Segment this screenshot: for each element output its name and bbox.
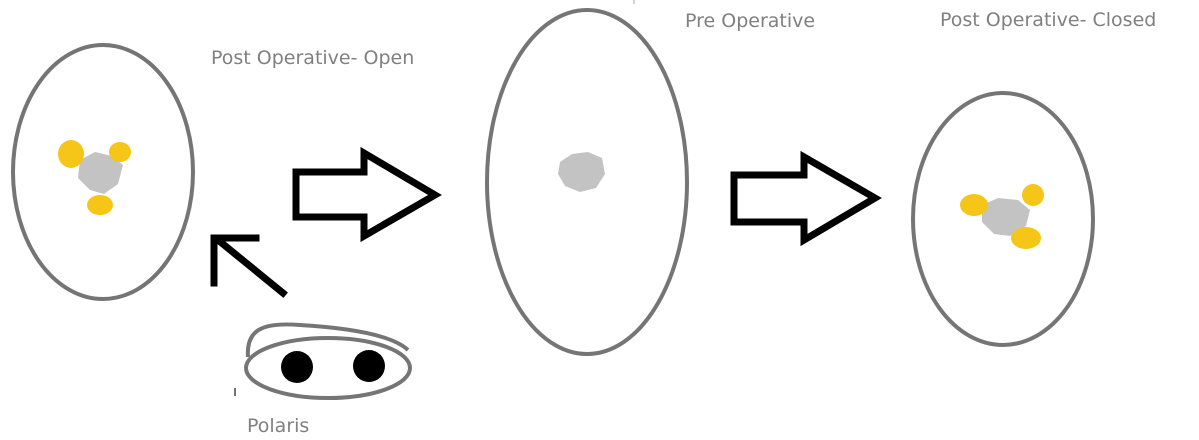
polaris-lens-right — [353, 350, 385, 382]
post-open-marker-left — [58, 140, 84, 168]
label-post-operative-open: Post Operative- Open — [211, 47, 415, 69]
post-closed-marker-right — [1022, 184, 1044, 206]
post-open-oval — [11, 43, 195, 301]
post-closed-marker-left — [960, 194, 988, 216]
post-closed-bone-region — [982, 198, 1030, 236]
post-operative-open-figure — [11, 43, 195, 301]
post-open-marker-bottom — [87, 195, 113, 215]
polaris-pointer-arrow — [210, 234, 288, 298]
polaris-device — [234, 322, 412, 400]
post-open-marker-right — [109, 142, 131, 162]
block-arrow-1 — [292, 146, 442, 243]
polaris-housing — [244, 336, 412, 400]
label-polaris: Polaris — [247, 415, 310, 437]
polaris-lens-left — [281, 351, 313, 383]
label-post-operative-closed: Post Operative- Closed — [940, 9, 1157, 31]
label-pre-operative: Pre Operative — [685, 10, 816, 32]
polaris-housing-top — [245, 322, 410, 358]
pre-operative-figure — [485, 8, 689, 356]
post-open-bone-region — [78, 152, 123, 194]
post-closed-marker-bottom — [1011, 227, 1041, 249]
post-operative-closed-figure — [911, 91, 1095, 347]
block-arrow-2 — [730, 150, 882, 247]
pre-op-bone-region — [558, 152, 605, 192]
pre-op-oval — [485, 8, 689, 356]
post-closed-oval — [911, 91, 1095, 347]
